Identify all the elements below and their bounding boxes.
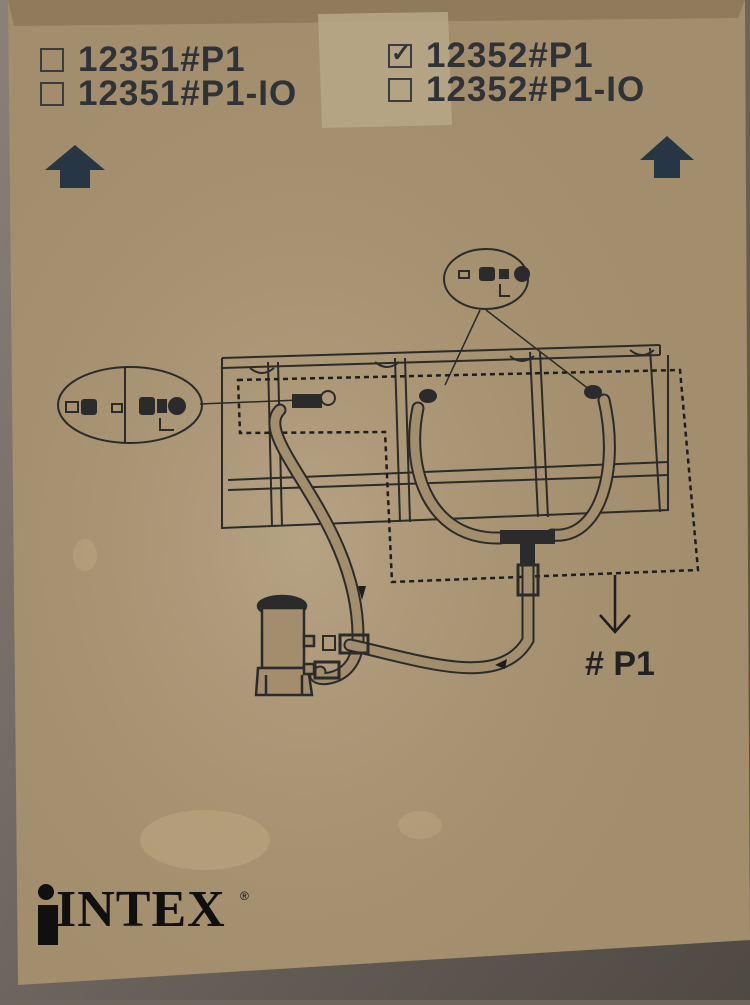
checkbox-12351-p1[interactable] <box>40 48 64 72</box>
water-stain <box>140 810 270 870</box>
leader-line <box>485 309 591 391</box>
inlet-fitting <box>584 385 602 399</box>
hose-coupler <box>322 635 336 651</box>
water-stain <box>73 539 97 571</box>
down-arrow-icon <box>599 575 631 634</box>
hose-coupler <box>516 563 540 597</box>
brand-logo-text: INTEX <box>56 881 226 938</box>
option-row-12351-p1-io: 12351#P1-IO <box>40 74 297 114</box>
checkbox-12351-p1-io[interactable] <box>40 82 64 106</box>
flow-arrow-icon <box>358 586 366 600</box>
detail-inset-left <box>57 366 203 444</box>
checkbox-12352-p1[interactable] <box>388 39 412 68</box>
leader-line <box>199 399 301 405</box>
pump-filter-icon <box>254 594 316 697</box>
water-stain <box>398 811 442 839</box>
checkbox-12352-p1-io[interactable] <box>388 78 412 102</box>
fitting-detail-icon <box>458 266 530 297</box>
hose-coupler <box>338 633 370 655</box>
inlet-fitting <box>292 394 322 408</box>
intex-logo-mark <box>38 884 58 945</box>
option-row-12351-p1: 12351#P1 <box>40 40 246 80</box>
registered-mark: ® <box>240 889 249 903</box>
box-glare <box>8 0 750 985</box>
option-code: 12352#P1-IO <box>426 70 646 109</box>
option-code: 12351#P1 <box>78 40 246 79</box>
packing-tape <box>318 12 452 128</box>
up-arrow-icon <box>45 145 105 188</box>
option-code: 12352#P1 <box>426 36 594 75</box>
inlet-fitting <box>320 390 336 406</box>
fitting-detail-icon <box>65 397 186 431</box>
tee-connector <box>520 540 535 565</box>
flow-arrow-icon <box>495 659 507 669</box>
leader-line <box>444 309 481 386</box>
option-code: 12351#P1-IO <box>78 74 298 113</box>
box-flap-edge <box>8 0 745 26</box>
option-row-12352-p1: 12352#P1 <box>388 36 594 76</box>
inlet-fitting <box>419 389 437 403</box>
option-row-12352-p1-io: 12352#P1-IO <box>388 70 645 110</box>
up-arrow-icon <box>640 136 694 178</box>
tee-connector <box>500 530 555 544</box>
water-line-dashed <box>236 368 700 584</box>
diagram-label-p1: # P1 <box>585 645 655 683</box>
